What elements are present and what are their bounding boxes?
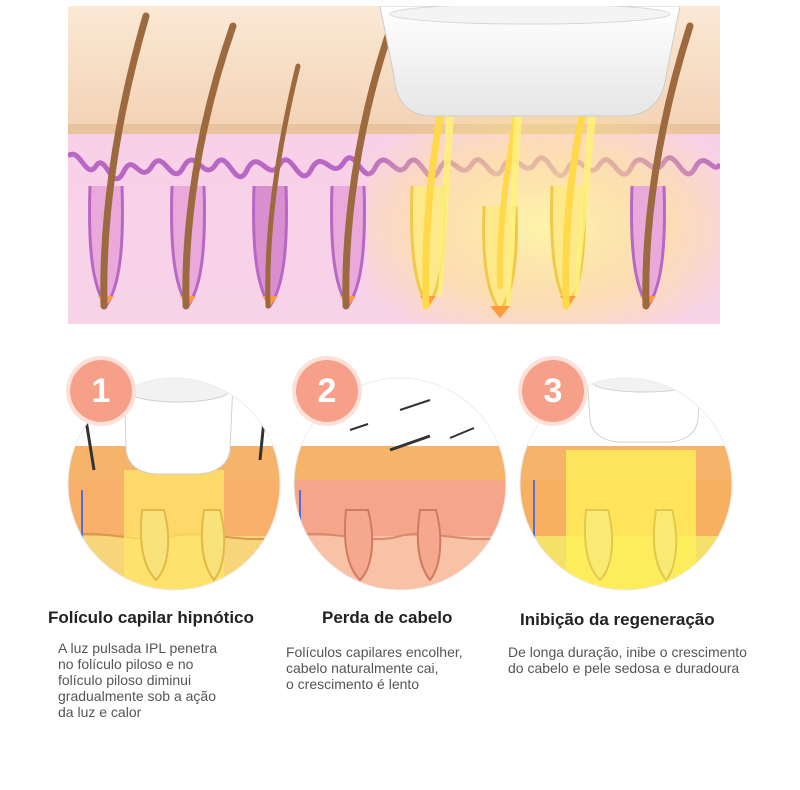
step-3-title: Inibição da regeneração [520, 610, 715, 629]
step-1-title: Folículo capilar hipnótico [48, 608, 254, 627]
step-3-number: 3 [543, 372, 563, 410]
hero-illustration [68, 6, 720, 324]
step-1-badge: 1 [70, 360, 132, 422]
step-2-description: Folículos capilares encolher, cabelo nat… [286, 644, 463, 692]
follicle-group [88, 12, 694, 318]
step-2-number: 2 [317, 372, 337, 410]
step-2-title: Perda de cabelo [322, 608, 453, 627]
skin-cross-section [68, 6, 720, 324]
step-3-illustration: 3 [516, 360, 736, 592]
step-3-description: De longa duração, inibe o crescimento do… [508, 644, 747, 676]
step-1-illustration: 1 [64, 360, 284, 592]
step-2-badge: 2 [296, 360, 358, 422]
step-1-description: A luz pulsada IPL penetra no folículo pi… [58, 640, 218, 720]
step-2-illustration: 2 [290, 360, 510, 592]
light-beams [438, 116, 596, 306]
step-1-number: 1 [91, 372, 111, 410]
step-3-badge: 3 [522, 360, 584, 422]
ipl-device [379, 6, 681, 117]
